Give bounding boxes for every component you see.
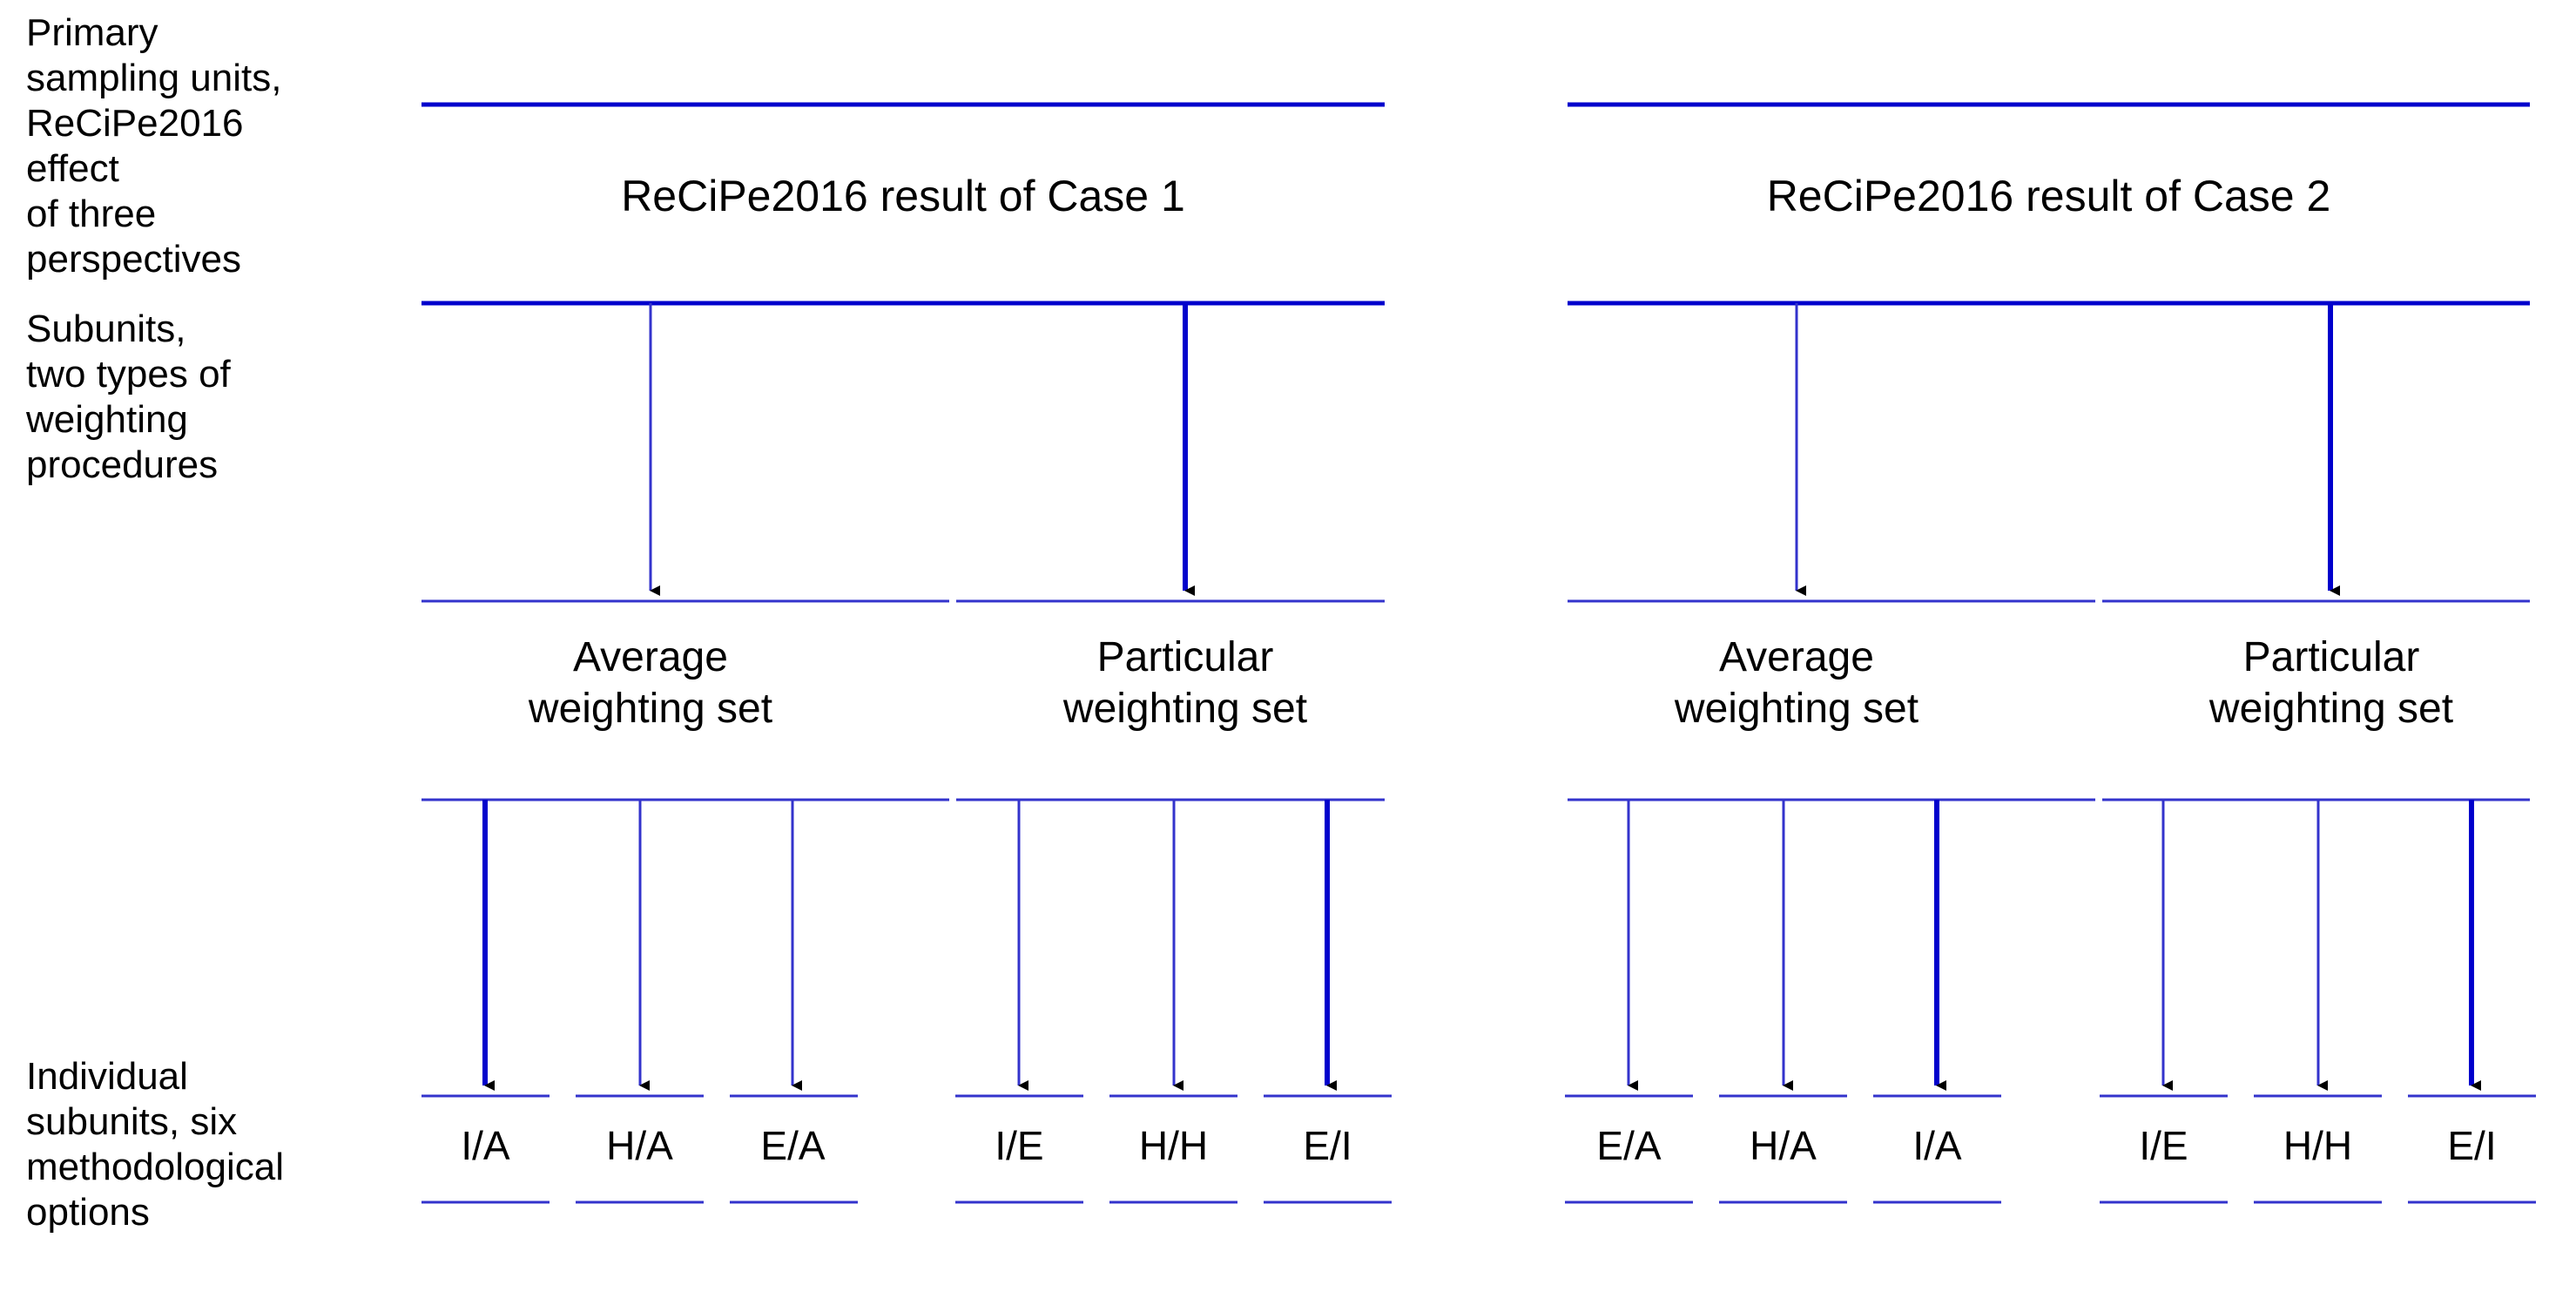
option-code-case-1-particular-2: H/H — [1138, 1123, 1209, 1168]
row-label-individual-subunits: Individual subunits, six methodological … — [26, 1055, 284, 1234]
case-1-average-caption: Average weighting set — [528, 634, 773, 732]
option-code-case-2-particular-3: E/I — [2447, 1123, 2497, 1168]
option-code-case-2-particular-2: H/H — [2283, 1123, 2353, 1168]
option-code-case-2-average-1: E/A — [1596, 1123, 1662, 1168]
option-code-case-1-average-2: H/A — [606, 1123, 673, 1168]
option-code-case-1-average-3: E/A — [760, 1123, 826, 1168]
option-code-case-2-average-3: I/A — [1912, 1123, 1962, 1168]
case-2-title: ReCiPe2016 result of Case 2 — [1766, 172, 2331, 220]
option-code-case-2-average-2: H/A — [1750, 1123, 1817, 1168]
option-code-case-1-average-1: I/A — [461, 1123, 510, 1168]
case-2-average-caption: Average weighting set — [1674, 634, 1919, 732]
row-label-primary-sampling-units: Primary sampling units, ReCiPe2016 effec… — [26, 11, 282, 281]
case-1-title: ReCiPe2016 result of Case 1 — [621, 172, 1185, 220]
case-2-particular-caption: Particular weighting set — [2208, 634, 2454, 732]
option-code-case-2-particular-1: I/E — [2139, 1123, 2188, 1168]
row-label-subunits: Subunits, two types of weighting procedu… — [26, 308, 231, 486]
case-1-particular-caption: Particular weighting set — [1062, 634, 1308, 732]
option-code-case-1-particular-3: E/I — [1303, 1123, 1352, 1168]
option-code-case-1-particular-1: I/E — [995, 1123, 1044, 1168]
